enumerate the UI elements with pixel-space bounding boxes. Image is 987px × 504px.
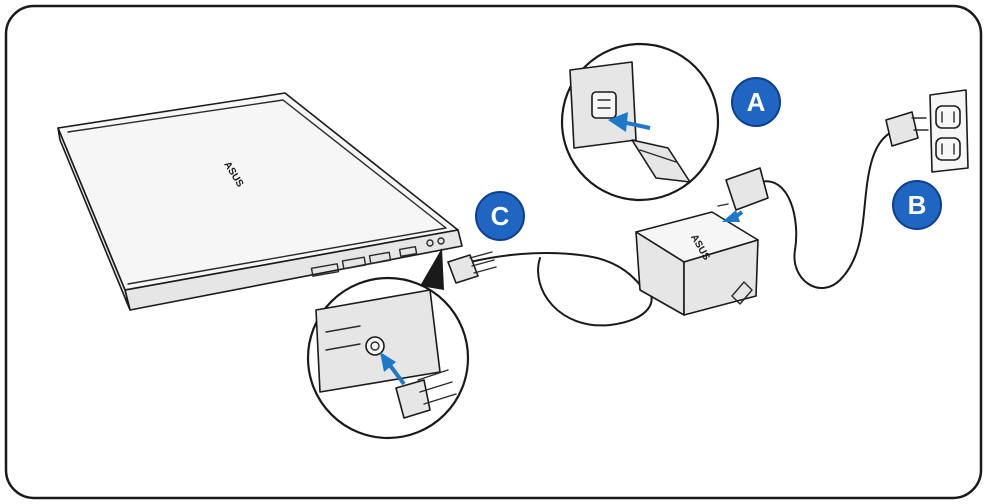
wall-plug-icon: [885, 111, 929, 147]
ac-plug-icon: [717, 167, 769, 222]
ac-cord: [759, 124, 911, 290]
wall-outlet-icon: [929, 89, 969, 173]
callout-label-b: B: [908, 190, 927, 220]
callout-badge-a: A: [731, 77, 781, 127]
laptop-icon: [57, 92, 463, 311]
callout-label-c: C: [491, 201, 510, 231]
zoom-inset-a: [560, 42, 720, 202]
power-adapter-icon: [635, 211, 759, 316]
callout-badge-b: B: [892, 180, 942, 230]
dc-cable: [469, 251, 641, 286]
callout-badge-c: C: [475, 191, 525, 241]
callout-label-a: A: [747, 87, 766, 117]
zoom-inset-c: [306, 248, 470, 440]
dc-plug-icon: [447, 251, 497, 284]
